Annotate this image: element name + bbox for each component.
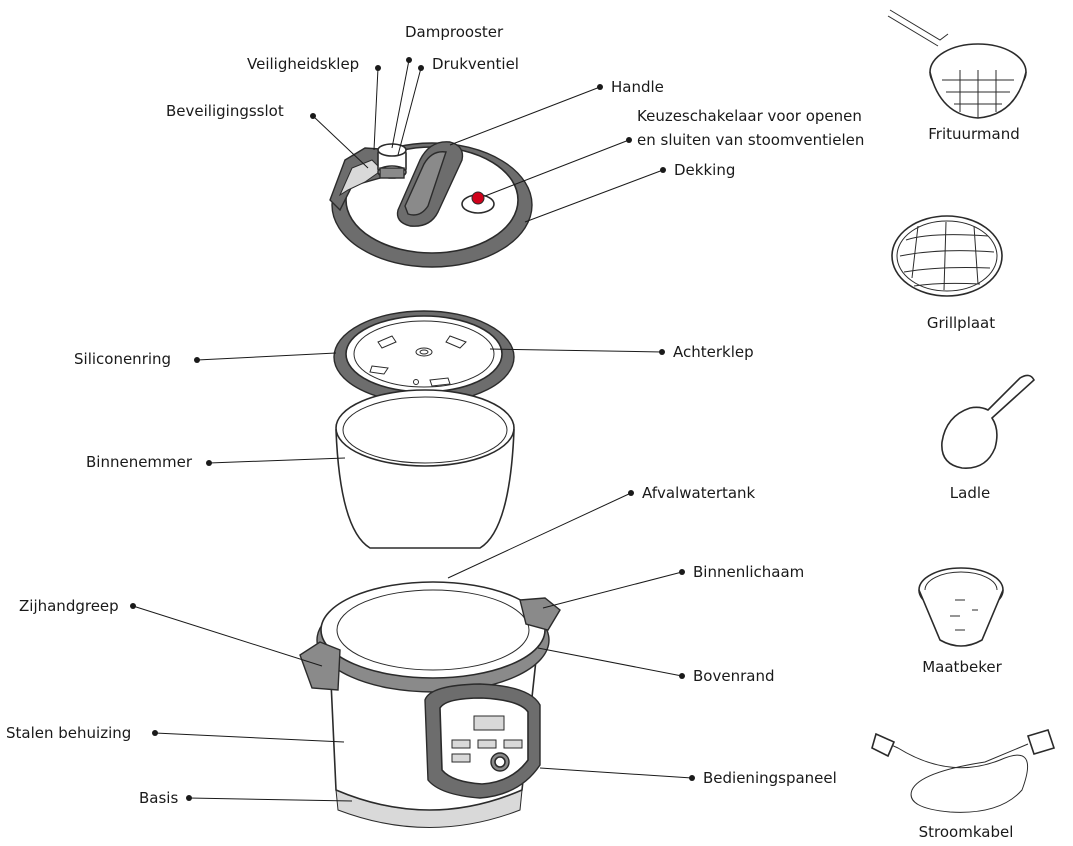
stroomkabel-illustration [871, 729, 1056, 813]
label-binnenlichaam: Binnenlichaam [693, 563, 804, 581]
label-beveiligingsslot: Beveiligingsslot [166, 102, 284, 120]
label-frituurmand: Frituurmand [928, 125, 1020, 143]
label-dekking: Dekking [674, 161, 735, 179]
leader-bovenrand [537, 647, 683, 677]
leader-veiligheidsklep [373, 67, 379, 151]
label-keuzeschakelaar-line1: Keuzeschakelaar voor openen [637, 107, 862, 125]
leader-drukventiel [397, 67, 422, 156]
grillplaat-illustration [891, 215, 1003, 297]
ladle-illustration [941, 374, 1035, 469]
body-illustration [299, 581, 561, 828]
label-damprooster: Damprooster [405, 23, 504, 41]
ring-illustration [333, 310, 515, 404]
label-bovenrand: Bovenrand [693, 667, 774, 685]
label-grillplaat: Grillplaat [927, 314, 995, 332]
inner-pot-illustration [335, 389, 515, 549]
leader-zijhandgreep [132, 605, 323, 667]
leader-achterklep [489, 348, 663, 353]
label-maatbeker: Maatbeker [922, 658, 1002, 676]
leader-beveiligingsslot [312, 115, 369, 169]
leader-afvalwatertank [447, 492, 632, 579]
label-bedieningspaneel: Bedieningspaneel [703, 769, 837, 787]
leader-siliconenring [196, 352, 337, 361]
label-binnenemmer: Binnenemmer [86, 453, 193, 471]
label-veiligheidsklep: Veiligheidsklep [247, 55, 359, 73]
leader-binnenlichaam [542, 571, 683, 609]
label-keuzeschakelaar-line2: en sluiten van stoomventielen [637, 131, 864, 149]
label-basis: Basis [139, 789, 178, 807]
label-siliconenring: Siliconenring [74, 350, 171, 368]
label-ladle: Ladle [950, 484, 990, 502]
frituurmand-illustration [887, 9, 1027, 119]
label-stalen-behuizing: Stalen behuizing [6, 724, 131, 742]
label-drukventiel: Drukventiel [432, 55, 519, 73]
maatbeker-illustration [918, 567, 1004, 647]
callout-labels: Damprooster Veiligheidsklep Drukventiel … [6, 23, 1020, 841]
label-stroomkabel: Stroomkabel [919, 823, 1014, 841]
leader-damprooster [391, 59, 410, 149]
leader-keuzeschakelaar [484, 139, 630, 197]
leader-basis [188, 797, 353, 802]
label-achterklep: Achterklep [673, 343, 754, 361]
leader-stalen-behuizing [154, 732, 345, 743]
leader-bedieningspaneel [539, 767, 693, 779]
callout-lines [130, 57, 695, 802]
label-zijhandgreep: Zijhandgreep [19, 597, 119, 615]
lid-illustration [329, 141, 533, 268]
leader-handle [449, 86, 601, 146]
leader-binnenemmer [208, 457, 346, 464]
label-handle: Handle [611, 78, 664, 96]
label-afvalwatertank: Afvalwatertank [642, 484, 756, 502]
leader-dekking [524, 169, 664, 223]
